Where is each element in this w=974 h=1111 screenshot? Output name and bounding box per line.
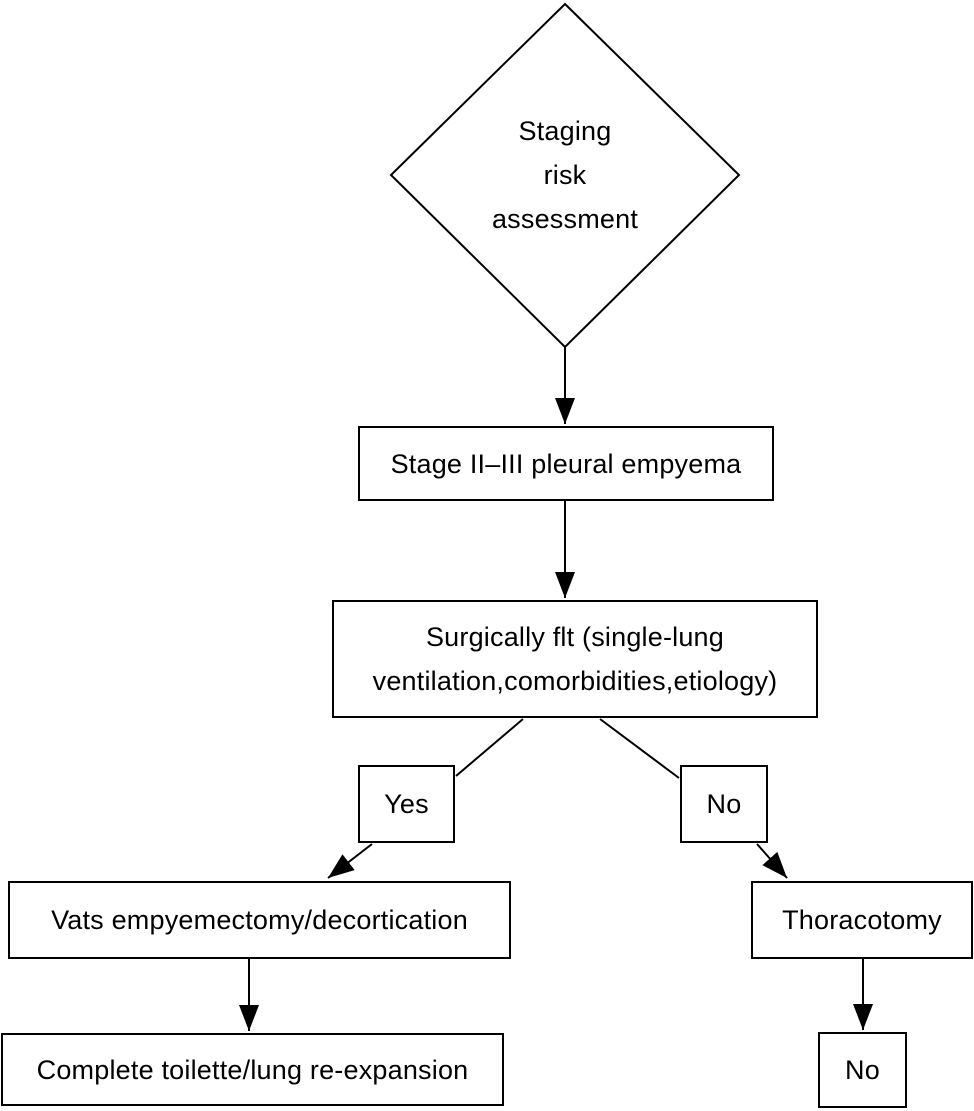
connector-yes-to-vats [327, 843, 373, 879]
connector-fit-to-no [599, 718, 680, 779]
connector-no-to-thoracotomy [756, 843, 788, 879]
node-stage-ii-iii-pleural-empyema: Stage II–III pleural empyema [358, 426, 774, 501]
node-complete-toilette-lung-re-expansion: Complete toilette/lung re-expansion [1, 1033, 504, 1106]
decision-node-staging-risk-assessment: Staging risk assessment [491, 116, 639, 234]
node-no-branch: No [680, 765, 768, 843]
node-thoracotomy: Thoracotomy [751, 881, 973, 959]
node-no-final: No [818, 1032, 907, 1108]
connector-fit-to-yes [455, 718, 524, 777]
node-surgically-fit: Surgically flt (single-lung ventilation,… [332, 600, 818, 718]
node-yes-branch: Yes [358, 765, 455, 843]
node-vats-empyemectomy-decortication: Vats empyemectomy/decortication [8, 881, 511, 959]
